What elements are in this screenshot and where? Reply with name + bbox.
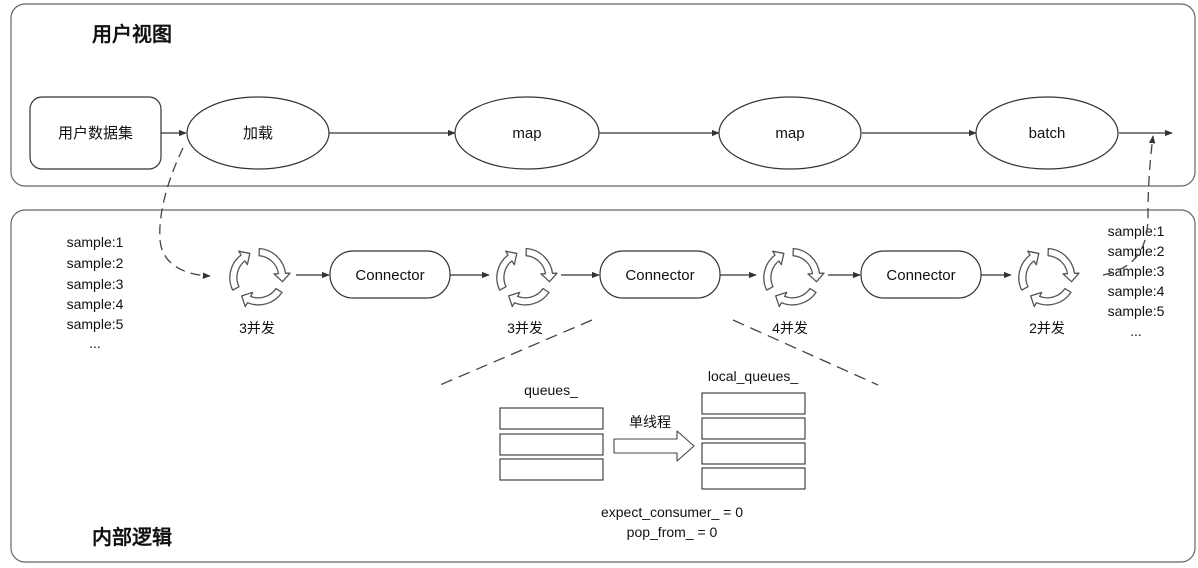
- input-sample-item: ...: [89, 335, 101, 351]
- node-load-label: 加载: [243, 125, 273, 142]
- worker-pool-4-icon: [1013, 246, 1080, 311]
- callout-line-left: [439, 319, 593, 386]
- single-thread-arrow: [613, 430, 695, 462]
- internal-logic-title: 内部逻辑: [92, 525, 172, 549]
- output-sample-item: sample:4: [1108, 283, 1165, 299]
- local-queue-slot: [701, 442, 806, 465]
- connector-label: Connector: [355, 267, 424, 284]
- user-view-panel: 用户视图 用户数据集 加载 map map batch: [10, 3, 1196, 187]
- concurrency-label-3: 4并发: [772, 320, 808, 336]
- queue-slot: [499, 458, 604, 481]
- local-queues-label: local_queues_: [708, 368, 799, 384]
- node-map-1-label: map: [512, 125, 541, 142]
- queue-slot: [499, 407, 604, 430]
- dashed-link-worker-to-batch: [1102, 135, 1156, 276]
- local-queue-slot: [701, 392, 806, 415]
- input-sample-item: sample:3: [67, 276, 124, 292]
- internal-logic-panel: 内部逻辑 sample:1 sample:2 sample:3 sample:4…: [10, 135, 1196, 563]
- worker-pool-2-icon: [491, 246, 558, 311]
- internal-logic-frame: [10, 209, 1196, 563]
- concurrency-label-1: 3并发: [239, 320, 275, 336]
- local-queue-slot: [701, 417, 806, 440]
- input-sample-list: sample:1 sample:2 sample:3 sample:4 samp…: [67, 234, 124, 351]
- node-map-2-label: map: [775, 125, 804, 142]
- connector-label: Connector: [625, 267, 694, 284]
- node-map-1: [454, 96, 600, 170]
- node-batch-label: batch: [1029, 125, 1066, 142]
- node-map-2: [718, 96, 862, 170]
- output-sample-item: sample:5: [1108, 303, 1165, 319]
- output-sample-item: sample:2: [1108, 243, 1165, 259]
- dashed-link-load-to-worker: [159, 147, 211, 279]
- concurrency-label-4: 2并发: [1029, 320, 1065, 336]
- connector-detail: queues_ 单线程 local_queues_ expect_consume…: [499, 368, 806, 540]
- output-sample-item: ...: [1130, 323, 1142, 339]
- concurrency-label-2: 3并发: [507, 320, 543, 336]
- local-queue-slot: [701, 467, 806, 490]
- input-sample-item: sample:5: [67, 316, 124, 332]
- input-sample-item: sample:4: [67, 296, 124, 312]
- output-sample-list: sample:1 sample:2 sample:3 sample:4 samp…: [1108, 223, 1165, 339]
- single-thread-label: 单线程: [629, 414, 671, 430]
- user-view-frame: [10, 3, 1196, 187]
- node-batch: [975, 96, 1119, 170]
- queues-label: queues_: [524, 382, 578, 398]
- queue-slot: [499, 433, 604, 456]
- user-view-title: 用户视图: [92, 22, 172, 46]
- worker-pool-3-icon: [758, 246, 825, 311]
- expect-consumer-text: expect_consumer_ = 0: [601, 504, 743, 520]
- output-sample-item: sample:3: [1108, 263, 1165, 279]
- pop-from-text: pop_from_ = 0: [627, 524, 718, 540]
- connector-label: Connector: [886, 267, 955, 284]
- dataset-label: 用户数据集: [58, 125, 133, 142]
- worker-pool-1-icon: [224, 246, 291, 311]
- callout-line-right: [732, 319, 879, 386]
- output-sample-item: sample:1: [1108, 223, 1165, 239]
- node-load: [186, 96, 330, 170]
- input-sample-item: sample:1: [67, 234, 124, 250]
- input-sample-item: sample:2: [67, 255, 124, 271]
